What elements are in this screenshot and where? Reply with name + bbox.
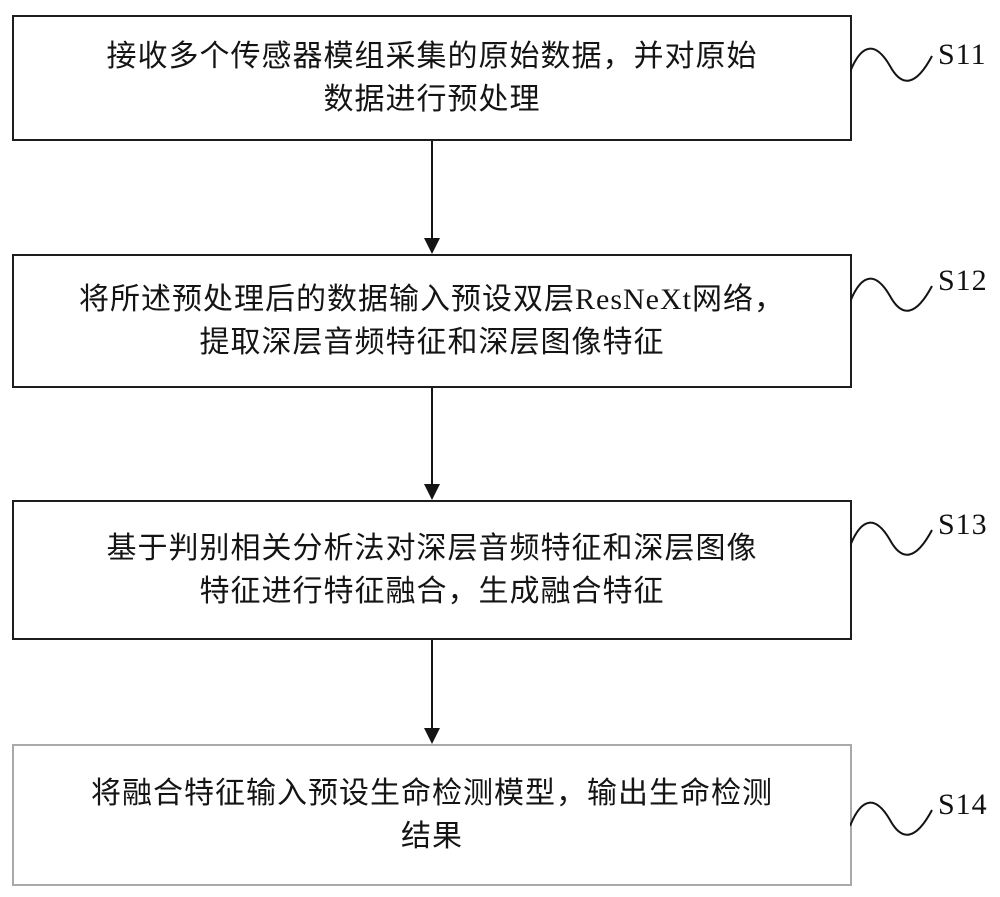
step-label-s11: S11 (938, 38, 987, 71)
flow-box-text-line: 结果 (401, 820, 463, 853)
arrow-shaft (431, 640, 433, 728)
flow-box-text-line: 特征进行特征融合，生成融合特征 (199, 575, 665, 608)
flow-box-text-line: 将所述预处理后的数据输入预设双层ResNeXt网络， (79, 282, 785, 316)
step-label-s12: S12 (938, 264, 988, 297)
flow-box-s14: 将融合特征输入预设生命检测模型，输出生命检测 结果 (12, 744, 852, 886)
connector-squiggle-icon (850, 47, 933, 82)
connector-squiggle-icon (850, 801, 933, 836)
flow-box-text-line: 提取深层音频特征和深层图像特征 (199, 326, 665, 359)
flow-box-text-line: 将融合特征输入预设生命检测模型，输出生命检测 (91, 776, 773, 810)
down-arrow-icon (424, 388, 440, 500)
arrow-head (424, 238, 440, 254)
connector-squiggle-icon (850, 277, 933, 312)
step-label-s13: S13 (938, 508, 988, 541)
arrow-shaft (431, 141, 433, 238)
flow-box-s12: 将所述预处理后的数据输入预设双层ResNeXt网络， 提取深层音频特征和深层图像… (12, 254, 852, 388)
flow-box-s13: 基于判别相关分析法对深层音频特征和深层图像 特征进行特征融合，生成融合特征 (12, 500, 852, 640)
arrow-head (424, 728, 440, 744)
step-label-s14: S14 (938, 788, 988, 821)
down-arrow-icon (424, 640, 440, 744)
flow-box-text-line: 基于判别相关分析法对深层音频特征和深层图像 (106, 531, 758, 565)
arrow-head (424, 484, 440, 500)
down-arrow-icon (424, 141, 440, 254)
flow-box-text-line: 数据进行预处理 (323, 83, 541, 116)
connector-squiggle-icon (850, 521, 933, 556)
flow-box-text-line: 接收多个传感器模组采集的原始数据，并对原始 (106, 39, 758, 73)
flow-box-s11: 接收多个传感器模组采集的原始数据，并对原始 数据进行预处理 (12, 15, 852, 141)
arrow-shaft (431, 388, 433, 484)
